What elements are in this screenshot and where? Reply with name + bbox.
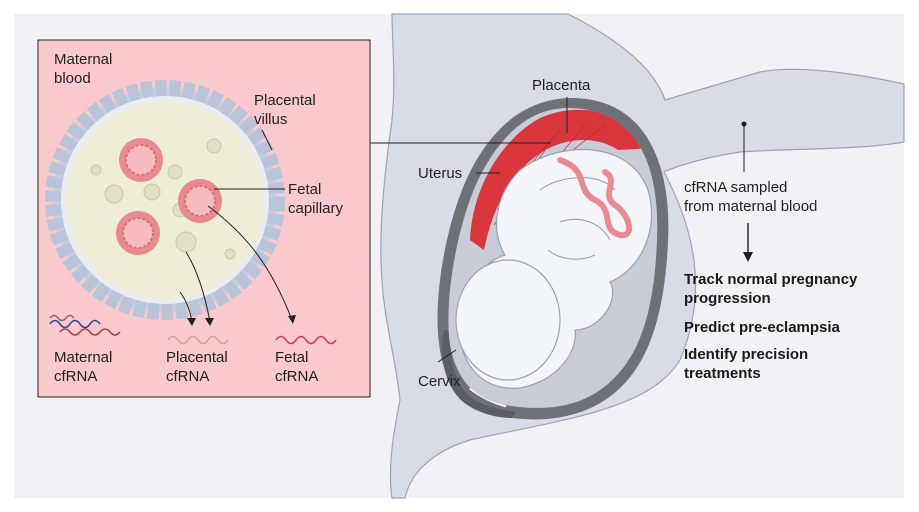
label-cervix: Cervix [418, 372, 461, 391]
label-placental-cfrna-line2: cfRNA [166, 367, 228, 386]
label-maternal-cfrna-line2: cfRNA [54, 367, 112, 386]
outcome-track: Track normal pregnancy progression [684, 270, 857, 308]
label-maternal-blood-line2: blood [54, 69, 112, 88]
label-placental-cfrna: Placental cfRNA [166, 348, 228, 386]
villus-stroma [66, 101, 264, 299]
label-sampling: cfRNA sampled from maternal blood [684, 178, 817, 216]
label-sampling-line1: cfRNA sampled [684, 178, 817, 197]
outcome-predict: Predict pre-eclampsia [684, 318, 840, 337]
label-uterus: Uterus [418, 164, 462, 183]
label-maternal-cfrna: Maternal cfRNA [54, 348, 112, 386]
label-placental-villus: Placental villus [254, 91, 316, 129]
outcome-identify-line2: treatments [684, 364, 808, 383]
label-fetal-cfrna-line1: Fetal [275, 348, 318, 367]
label-maternal-cfrna-line1: Maternal [54, 348, 112, 367]
outcome-track-line1: Track normal pregnancy [684, 270, 857, 289]
label-fetal-cfrna-line2: cfRNA [275, 367, 318, 386]
label-sampling-line2: from maternal blood [684, 197, 817, 216]
label-fetal-capillary-line2: capillary [288, 199, 343, 218]
label-maternal-blood: Maternal blood [54, 50, 112, 88]
label-placental-cfrna-line1: Placental [166, 348, 228, 367]
label-fetal-capillary: Fetal capillary [288, 180, 343, 218]
label-placental-villus-line1: Placental [254, 91, 316, 110]
label-fetal-cfrna: Fetal cfRNA [275, 348, 318, 386]
label-placenta: Placenta [532, 76, 590, 95]
label-fetal-capillary-line1: Fetal [288, 180, 343, 199]
label-maternal-blood-line1: Maternal [54, 50, 112, 69]
outcome-identify-line1: Identify precision [684, 345, 808, 364]
label-placental-villus-line2: villus [254, 110, 316, 129]
outcome-track-line2: progression [684, 289, 857, 308]
outcome-identify: Identify precision treatments [684, 345, 808, 383]
